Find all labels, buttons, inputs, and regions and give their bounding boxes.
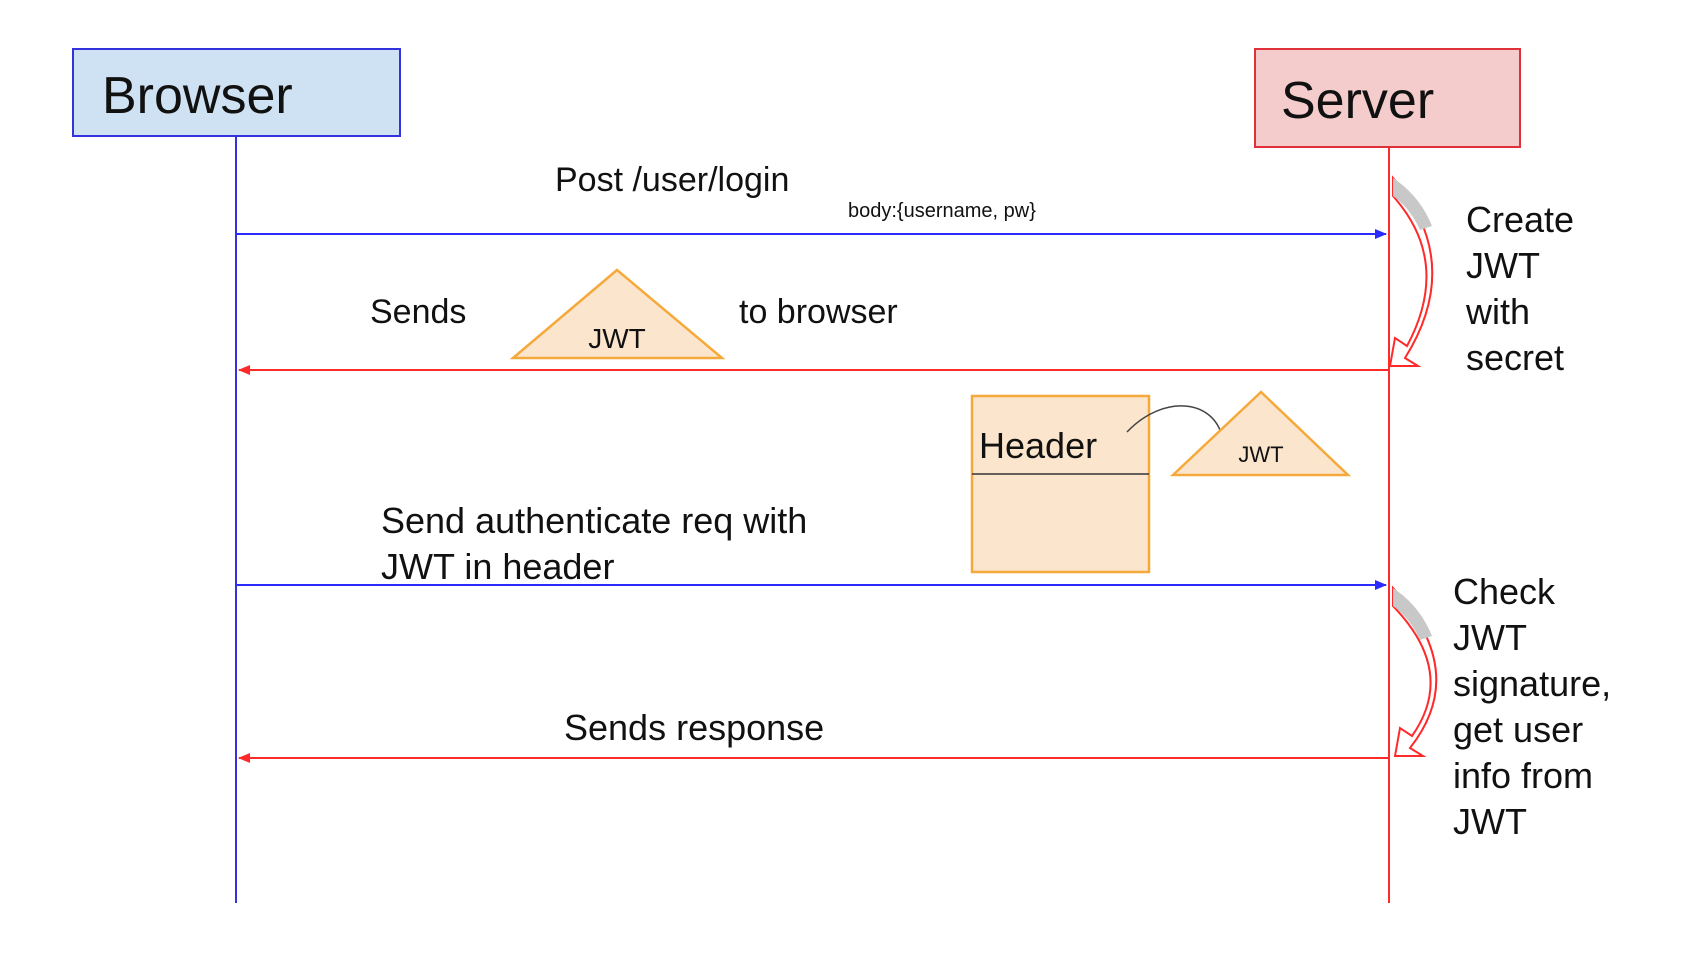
- login-body-label: body:{username, pw}: [848, 200, 1036, 222]
- check-jwt-line-4: get user: [1453, 709, 1583, 750]
- jwt-token-label: JWT: [588, 323, 646, 354]
- create-jwt-line-1: Create: [1466, 199, 1574, 240]
- header-jwt-label: JWT: [1238, 442, 1283, 467]
- browser-participant: Browser: [72, 48, 401, 903]
- create-jwt-line-2: JWT: [1466, 245, 1540, 286]
- response-message: Sends response: [238, 707, 1389, 763]
- auth-request-line-2: JWT in header: [381, 546, 614, 587]
- check-jwt-text: Check JWT signature, get user info from …: [1453, 571, 1621, 842]
- browser-box: [72, 48, 401, 137]
- header-illustration: Header JWT: [970, 390, 1352, 574]
- login-label: Post /user/login: [555, 161, 789, 199]
- send-jwt-label-before: Sends: [370, 293, 466, 331]
- create-jwt-line-4: secret: [1466, 337, 1564, 378]
- auth-request-label: Send authenticate req with JWT in header: [381, 500, 817, 587]
- header-box: [970, 394, 1151, 574]
- check-jwt-line-1: Check: [1453, 571, 1556, 612]
- create-jwt-line-3: with: [1465, 291, 1530, 332]
- server-box: [1254, 48, 1521, 148]
- create-jwt-arrow-shading: [1393, 178, 1432, 230]
- auth-request-line-1: Send authenticate req with: [381, 500, 807, 541]
- login-message: Post /user/login body:{username, pw}: [236, 161, 1387, 239]
- header-label: Header: [979, 425, 1097, 466]
- header-jwt-triangle: [1169, 390, 1352, 477]
- check-jwt-note: Check JWT signature, get user info from …: [1392, 571, 1621, 842]
- check-jwt-self-arrow: [1392, 585, 1438, 757]
- send-jwt-message: Sends JWT to browser: [238, 268, 1389, 375]
- server-participant: Server: [1254, 48, 1521, 903]
- jwt-token-triangle: [509, 268, 726, 360]
- header-connector-curve: [1126, 405, 1224, 443]
- response-label: Sends response: [564, 707, 824, 748]
- check-jwt-arrow-shading: [1393, 588, 1432, 640]
- send-jwt-label-after: to browser: [739, 293, 898, 331]
- check-jwt-line-3: signature,: [1453, 663, 1611, 704]
- server-label: Server: [1281, 72, 1434, 130]
- create-jwt-text: Create JWT with secret: [1465, 199, 1584, 378]
- auth-request-message: Send authenticate req with JWT in header: [236, 500, 1387, 590]
- create-jwt-note: Create JWT with secret: [1388, 175, 1584, 378]
- check-jwt-line-5: info from: [1453, 755, 1593, 796]
- browser-label: Browser: [102, 67, 293, 125]
- check-jwt-line-6: JWT: [1453, 801, 1527, 842]
- check-jwt-line-2: JWT: [1453, 617, 1527, 658]
